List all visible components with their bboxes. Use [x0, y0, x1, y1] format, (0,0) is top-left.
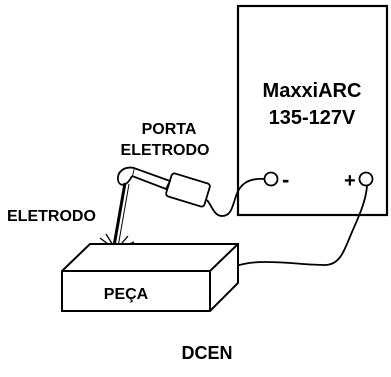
electrode-rod-edge — [117, 183, 130, 248]
positive-terminal — [358, 171, 374, 187]
positive-cable — [235, 185, 368, 267]
polarity-label: DCEN — [181, 343, 232, 363]
electrode-label: ELETRODO — [7, 208, 96, 225]
positive-terminal-sign: + — [344, 170, 356, 192]
electrode-holder — [117, 166, 211, 208]
holder-shaft — [130, 166, 172, 191]
holder-clamp — [117, 166, 135, 186]
electrode-holder-label-line2: ELETRODO — [121, 142, 210, 159]
machine-model: 135-127V — [269, 107, 356, 129]
workpiece: PEÇA — [61, 243, 239, 312]
workpiece-label: PEÇA — [104, 286, 149, 303]
negative-terminal-sign: - — [282, 167, 289, 192]
machine-brand: MaxxiARC — [263, 80, 362, 102]
electrode-rod — [112, 182, 127, 247]
workpiece-outline — [61, 243, 239, 312]
electrode-holder-label-line1: PORTA — [142, 121, 197, 138]
negative-terminal — [263, 171, 279, 187]
negative-cable — [206, 178, 265, 217]
welding-machine: MaxxiARC 135-127V - + — [236, 4, 389, 217]
holder-handle — [165, 172, 211, 208]
